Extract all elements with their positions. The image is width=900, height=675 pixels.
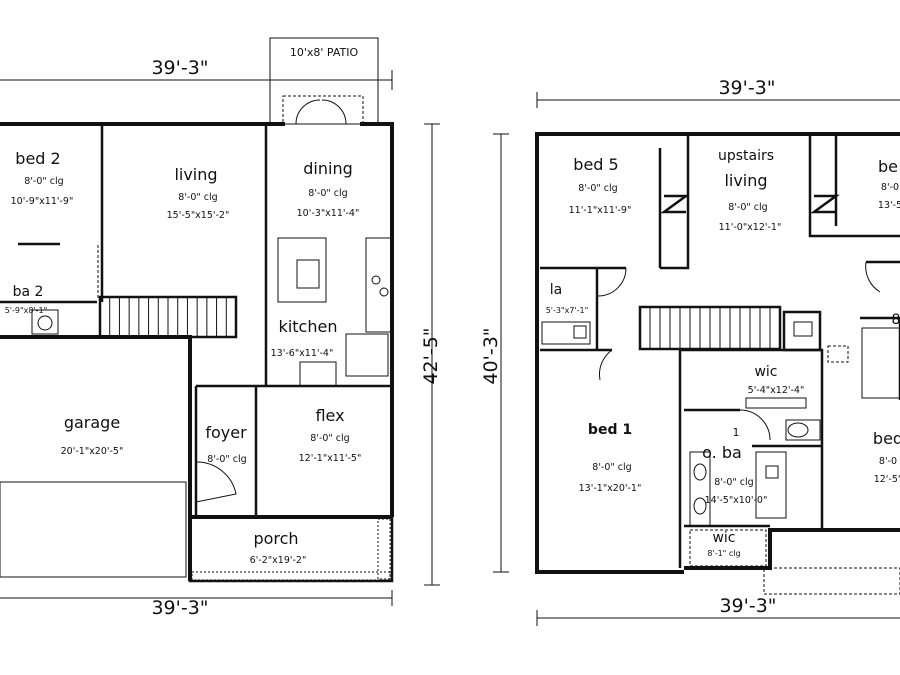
bed1-name: bed 1 (588, 422, 632, 438)
kitchen-size: 13'-6"x11'-4" (271, 348, 334, 359)
bath1-ceiling: 8'-0" clg (714, 477, 753, 488)
flex-size: 12'-1"x11'-5" (299, 453, 362, 464)
foyer-ceiling: 8'-0" clg (207, 454, 246, 465)
bed-top-right-name: be (878, 157, 898, 176)
wic-lower-ceiling: 8'-1" clg (707, 549, 740, 558)
width-top-2f: 39'-3" (718, 77, 775, 99)
depth-1f: 42'-5" (420, 327, 442, 384)
bed-bottom-right-name: bed (873, 429, 900, 448)
bed-top-right-size: 13'-5 (878, 200, 900, 211)
porch-size: 6'-2"x19'-2" (250, 555, 307, 566)
upstairs-living-ceiling: 8'-0" clg (728, 202, 767, 213)
width-bottom-2f: 39'-3" (719, 595, 776, 617)
wic-upper-name: wic (754, 364, 777, 380)
bed5-name: bed 5 (573, 155, 618, 174)
bed5-ceiling: 8'-0" clg (578, 183, 617, 194)
patio-label: 10'x8' PATIO (290, 46, 359, 59)
bed-bottom-right-ceiling: 8'-0 (879, 456, 897, 467)
bed1-ceiling: 8'-0" clg (592, 462, 631, 473)
bed-bottom-right-size: 12'-5" (874, 474, 900, 485)
bed2-ceiling: 8'-0" clg (24, 176, 63, 187)
upstairs-living-size: 11'-0"x12'-1" (719, 222, 782, 233)
wic-lower-name: wic (712, 530, 735, 546)
kitchen-island (277, 237, 327, 303)
living-name: living (174, 165, 217, 184)
garage-name: garage (64, 413, 120, 432)
bath1-size: 14'-5"x10'-0" (705, 495, 768, 506)
dining-ceiling: 8'-0" clg (308, 188, 347, 199)
first-floor-plan: 39'-3" 10'x8' PATIO 42'-5" 39'-3" (0, 37, 442, 619)
flex-name: flex (315, 406, 344, 425)
second-floor-plan: 39'-3" 40'-3" 39'-3" (480, 77, 900, 626)
laundry-name: la (550, 282, 562, 298)
laundry-size: 5'-3"x7'-1" (546, 306, 589, 315)
porch-name: porch (253, 529, 298, 548)
bed-top-right-ceiling: 8'-0 (881, 182, 899, 193)
bed2-size: 10'-9"x11'-9" (11, 196, 74, 207)
upstairs-living-name-1: upstairs (718, 148, 774, 164)
upstairs-living-name-2: living (724, 171, 767, 190)
stairs-2f (638, 305, 782, 351)
dining-name: dining (303, 159, 352, 178)
stairs-1f (98, 295, 238, 339)
garage-size: 20'-1"x20'-5" (61, 446, 124, 457)
dining-size: 10'-3"x11'-4" (297, 208, 360, 219)
ba2-size: 5'-9"x8'-1" (5, 306, 48, 315)
width-top-1f: 39'-3" (151, 57, 208, 79)
kitchen-name: kitchen (279, 317, 338, 336)
bath1-number: 1 (733, 426, 740, 439)
flex-ceiling: 8'-0" clg (310, 433, 349, 444)
bath1-name: o. ba (702, 443, 742, 462)
living-size: 15'-5"x15'-2" (167, 210, 230, 221)
ba2-name: ba 2 (13, 284, 44, 300)
bed2-name: bed 2 (15, 149, 60, 168)
bed5-size: 11'-1"x11'-9" (569, 205, 632, 216)
foyer-name: foyer (205, 423, 247, 442)
wic-upper-size: 5'-4"x12'-4" (748, 385, 805, 396)
bed1-size: 13'-1"x20'-1" (579, 483, 642, 494)
right-edge-label: 8 (892, 312, 900, 328)
width-bottom-1f: 39'-3" (151, 597, 208, 619)
depth-2f: 40'-3" (480, 327, 502, 384)
living-ceiling: 8'-0" clg (178, 192, 217, 203)
